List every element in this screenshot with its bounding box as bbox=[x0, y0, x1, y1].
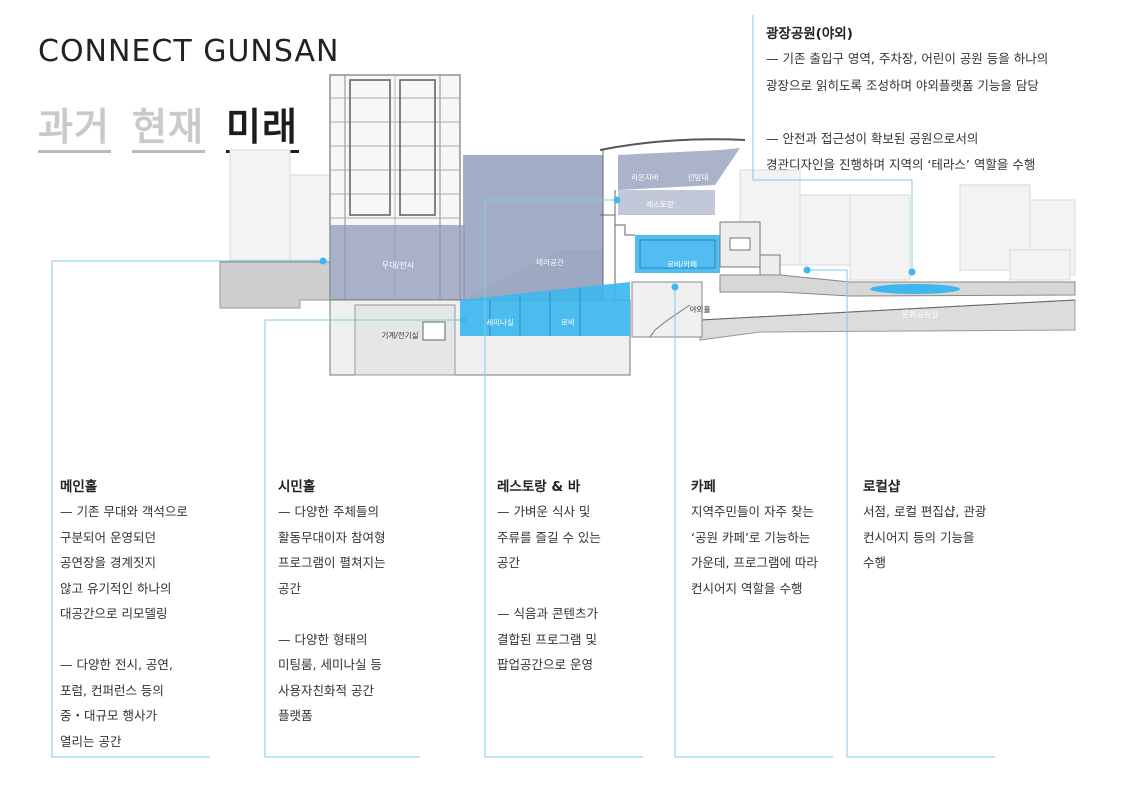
label-lobby: 로비 bbox=[561, 318, 575, 327]
section-text: 서점, 로컬 편집샵, 관광 컨시어지 등의 기능을 수행 bbox=[863, 504, 987, 570]
restaurant-zone bbox=[618, 190, 715, 215]
plaza-text: — 기존 출입구 영역, 주차장, 어린이 공원 등을 하나의 광장으로 읽히도… bbox=[766, 51, 1049, 172]
label-culture-road: 문화공원길 bbox=[902, 310, 939, 319]
stairs-structure bbox=[600, 150, 635, 300]
section-title: 레스토랑 & 바 bbox=[497, 479, 581, 495]
leader-lines bbox=[51, 15, 995, 758]
era-past-underline bbox=[38, 150, 111, 153]
section-title: 메인홀 bbox=[60, 479, 98, 495]
section-text: 지역주민들이 자주 찾는 ‘공원 카페’로 기능하는 가운데, 프로그램에 따라… bbox=[691, 504, 818, 596]
label-lobby-cafe: 로비/카페 bbox=[667, 259, 697, 269]
section-main-hall: 메인홀 — 기존 무대와 객석으로 구분되어 운영되던 공연장을 경계짓지 않고… bbox=[60, 475, 250, 754]
section-title: 로컬샵 bbox=[863, 479, 901, 495]
section-text: — 가벼운 식사 및 주류를 즐길 수 있는 공간 — 식음과 콘텐츠가 결합된… bbox=[497, 504, 601, 672]
section-text: — 다양한 주체들의 활동무대이자 참여형 프로그램이 펼쳐지는 공간 — 다양… bbox=[278, 504, 386, 723]
seminar-lobby-zone bbox=[460, 282, 630, 336]
section-local-shop: 로컬샵 서점, 로컬 편집샵, 관광 컨시어지 등의 기능을 수행 bbox=[863, 475, 1033, 576]
culture-park-ramp: 문화공원길 bbox=[699, 274, 1076, 341]
main-hall-zone bbox=[330, 225, 465, 300]
leader-dots bbox=[319, 196, 916, 324]
right-structures bbox=[719, 221, 781, 276]
section-text: — 기존 무대와 객석으로 구분되어 운영되던 공연장을 경계짓지 않고 유기적… bbox=[60, 504, 188, 749]
era-present: 현재 bbox=[132, 105, 204, 149]
label-outdoor-hall: 야외홀 bbox=[690, 304, 711, 314]
section-citizen-hall: 시민홀 — 다양한 주체들의 활동무대이자 참여형 프로그램이 펼쳐지는 공간 … bbox=[278, 475, 468, 729]
lounge-zone bbox=[618, 148, 740, 190]
section-restaurant-bar: 레스토랑 & 바 — 가벼운 식사 및 주류를 즐길 수 있는 공간 — 식음과… bbox=[497, 475, 667, 678]
brand-title: CONNECT GUNSAN bbox=[38, 34, 340, 69]
plaza-title: 광장공원(야외) bbox=[766, 26, 853, 42]
section-cafe: 카페 지역주민들이 자주 찾는 ‘공원 카페’로 기능하는 가운데, 프로그램에… bbox=[691, 475, 851, 601]
background-buildings bbox=[229, 149, 1076, 281]
ground-left bbox=[219, 261, 331, 309]
label-machine: 기계/전기실 bbox=[381, 330, 418, 340]
plaza-pond bbox=[870, 284, 960, 294]
section-title: 카페 bbox=[691, 479, 716, 495]
label-observatory: 전망대 bbox=[688, 172, 709, 182]
label-seminar: 세미나실 bbox=[486, 317, 514, 327]
era-future: 미래 bbox=[226, 105, 298, 149]
label-stage: 무대/전시 bbox=[382, 260, 414, 270]
era-past: 과거 bbox=[38, 105, 110, 149]
era-present-underline bbox=[132, 150, 205, 153]
label-restaurant: 레스토랑 bbox=[646, 200, 674, 209]
label-terrace: 테라공간 bbox=[536, 257, 564, 267]
section-title: 시민홀 bbox=[278, 479, 316, 495]
lobby-cafe-zone bbox=[635, 235, 720, 273]
outdoor-hall-structure: 야외홀 bbox=[631, 281, 711, 338]
label-lounge: 라운지바 bbox=[631, 172, 659, 182]
